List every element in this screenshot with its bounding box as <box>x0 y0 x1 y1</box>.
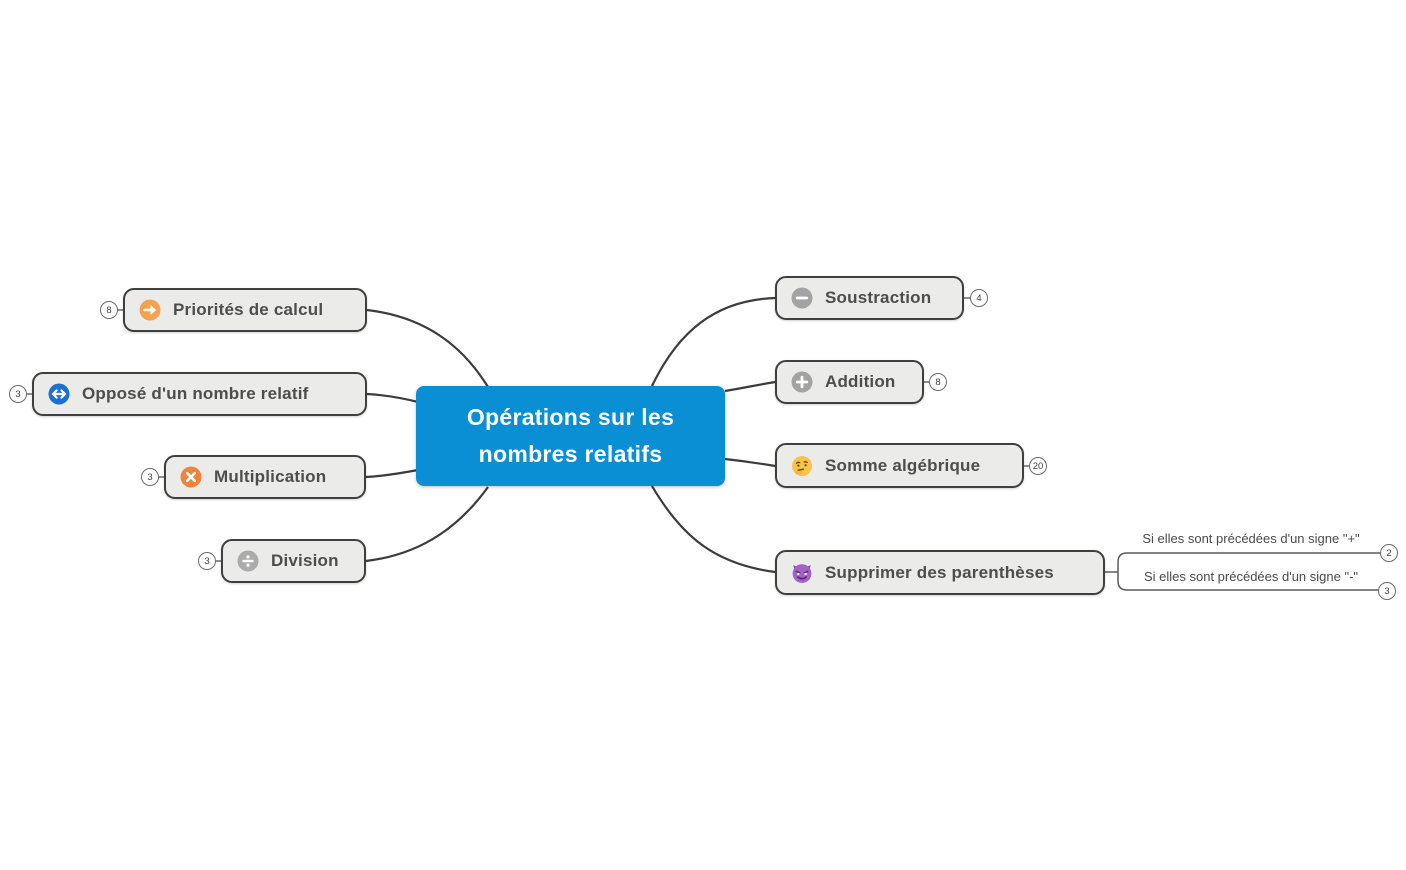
branch-addition <box>724 380 776 393</box>
node-label: Addition <box>825 372 896 391</box>
node-somme-algebrique[interactable]: Somme algébrique <box>775 443 1024 488</box>
divide-icon <box>237 550 259 572</box>
subnode-signe-plus[interactable]: Si elles sont précédées d'un signe "+" <box>1142 531 1360 546</box>
collapsed-count-badge[interactable]: 4 <box>970 289 988 307</box>
subnode-signe-moins[interactable]: Si elles sont précédées d'un signe "-" <box>1143 569 1359 584</box>
branch-oppose <box>366 392 419 404</box>
branch-parentheses <box>651 485 776 574</box>
node-label: Somme algébrique <box>825 455 981 475</box>
node-label: Multiplication <box>214 467 327 486</box>
node-label: Division <box>271 551 339 570</box>
collapsed-count-badge[interactable]: 20 <box>1029 457 1047 475</box>
node-label: Priorités de calcul <box>173 300 324 319</box>
branch-soustraction <box>651 296 776 387</box>
collapsed-count-badge[interactable]: 2 <box>1380 544 1398 562</box>
left-right-arrow-icon <box>48 383 70 405</box>
central-topic-label: Opérations sur les nombres relatifs <box>466 404 675 467</box>
collapsed-count-badge[interactable]: 3 <box>198 552 216 570</box>
plus-icon <box>791 371 813 393</box>
node-division[interactable]: Division <box>221 539 366 583</box>
collapsed-count-badge[interactable]: 8 <box>929 373 947 391</box>
node-priorites-de-calcul[interactable]: Priorités de calcul <box>123 288 367 332</box>
node-label: Supprimer des parenthèses <box>825 562 1054 582</box>
collapsed-count-badge[interactable]: 8 <box>100 301 118 319</box>
branch-multiplication <box>365 468 419 479</box>
arrow-right-icon <box>139 299 161 321</box>
collapsed-count-badge[interactable]: 3 <box>9 385 27 403</box>
node-soustraction[interactable]: Soustraction <box>775 276 964 320</box>
collapsed-count-badge[interactable]: 3 <box>1378 582 1396 600</box>
subbranch-minus-line <box>1117 572 1378 591</box>
devil-face-emoji <box>791 562 813 584</box>
node-addition[interactable]: Addition <box>775 360 924 404</box>
thinking-face-emoji <box>791 455 813 477</box>
badge-connector <box>27 297 1029 562</box>
node-oppose-dun-nombre-relatif[interactable]: Opposé d'un nombre relatif <box>32 372 367 416</box>
minus-icon <box>791 287 813 309</box>
branch-somme <box>724 457 776 468</box>
multiply-icon <box>180 466 202 488</box>
node-supprimer-des-parentheses[interactable]: Supprimer des parenthèses <box>775 550 1105 595</box>
branch-division <box>365 486 489 563</box>
node-multiplication[interactable]: Multiplication <box>164 455 366 499</box>
node-label: Opposé d'un nombre relatif <box>82 384 309 403</box>
collapsed-count-badge[interactable]: 3 <box>141 468 159 486</box>
subbranch-plus-line <box>1117 552 1380 572</box>
node-label: Soustraction <box>825 288 932 307</box>
branch-priorites <box>366 308 489 388</box>
central-topic[interactable]: Opérations sur les nombres relatifs <box>416 386 725 486</box>
